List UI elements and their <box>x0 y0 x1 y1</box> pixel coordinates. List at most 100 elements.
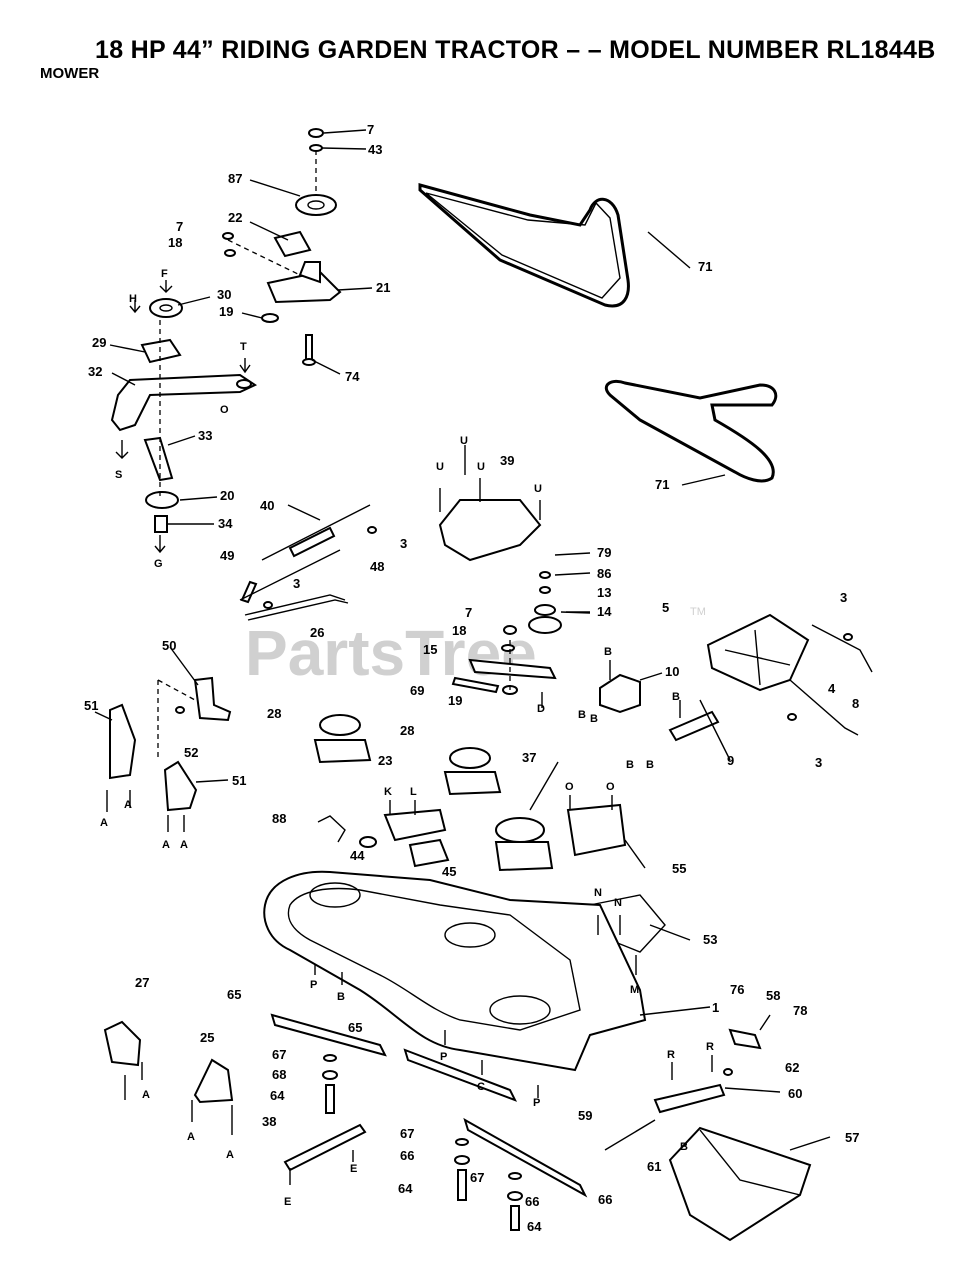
bolt-74 <box>305 334 313 361</box>
front-hanger <box>668 613 873 742</box>
ref-letter: B <box>672 691 680 703</box>
ref-letter: D <box>537 703 545 715</box>
ref-letter: O <box>606 781 615 793</box>
callout: 66 <box>525 1194 539 1209</box>
ref-letter: A <box>142 1089 150 1101</box>
callout: 76 <box>730 982 744 997</box>
callout: 7 <box>367 122 374 137</box>
section-label: MOWER <box>40 65 100 82</box>
callout: 3 <box>840 590 847 605</box>
watermark-tm: TM <box>690 606 706 618</box>
belt-guard-39 <box>438 499 542 562</box>
nut-7 <box>308 128 324 138</box>
callout: 33 <box>198 428 212 443</box>
rod-4 <box>811 624 873 673</box>
ref-letter: B <box>626 759 634 771</box>
ref-letter: F <box>161 268 168 280</box>
callout: 28 <box>400 723 414 738</box>
callout: 88 <box>272 811 286 826</box>
belt-71-upper <box>418 183 630 308</box>
callout: 66 <box>400 1148 414 1163</box>
spring-88 <box>317 815 346 843</box>
idler-arm-15 <box>468 658 557 680</box>
bracket-25 <box>193 1058 234 1104</box>
callout: 71 <box>698 259 712 274</box>
ref-letter: N <box>614 897 622 909</box>
callout: 51 <box>232 773 246 788</box>
rod-59 <box>604 1119 656 1151</box>
callout: 3 <box>815 755 822 770</box>
ref-letter: A <box>180 839 188 851</box>
callout: 38 <box>262 1114 276 1129</box>
part-callouts: 7 43 87 22 7 18 21 30 19 29 32 74 33 20 … <box>84 122 859 1234</box>
bolt-64c <box>510 1205 520 1231</box>
callout: 64 <box>398 1181 413 1196</box>
pulley-87 <box>295 194 337 216</box>
callout: 48 <box>370 559 384 574</box>
callout: 1 <box>712 1000 719 1015</box>
pulley-20 <box>145 491 179 509</box>
spindles <box>313 714 666 953</box>
center-idler <box>451 571 641 714</box>
ref-letter: A <box>226 1149 234 1161</box>
pulley-30 <box>149 298 183 318</box>
callout: 58 <box>766 988 780 1003</box>
rod-26 <box>244 594 346 616</box>
bracket-51a <box>109 703 137 780</box>
callout: 37 <box>522 750 536 765</box>
callout: 23 <box>378 753 392 768</box>
callout: 32 <box>88 364 102 379</box>
ref-letter: B <box>337 991 345 1003</box>
callout: 18 <box>452 623 466 638</box>
pin-49 <box>240 580 258 604</box>
callout: 13 <box>597 585 611 600</box>
callout: 74 <box>345 369 360 384</box>
ref-letter: G <box>154 558 163 570</box>
discharge-chute <box>604 1028 812 1242</box>
ref-letter: M <box>630 984 639 996</box>
ref-letter: K <box>384 786 392 798</box>
rod-48 <box>239 549 341 601</box>
spring-69 <box>451 676 500 694</box>
callout: 52 <box>184 745 198 760</box>
tension-linkage <box>239 504 377 621</box>
ref-letter: R <box>706 1041 714 1053</box>
callout: 14 <box>597 604 612 619</box>
ref-letter: U <box>436 461 444 473</box>
bracket-29 <box>140 338 182 364</box>
callout: 65 <box>348 1020 362 1035</box>
ref-letter: U <box>460 435 468 447</box>
callout: 67 <box>470 1170 484 1185</box>
baffle-55 <box>566 803 627 857</box>
deflector-57 <box>668 1126 812 1242</box>
link-33 <box>143 436 174 482</box>
rear-hangers <box>109 676 232 812</box>
mower-deck-1 <box>263 870 647 1072</box>
ref-letter: L <box>410 786 417 798</box>
spindle-28a <box>319 714 361 736</box>
ref-marks <box>106 280 713 1185</box>
spacer-34 <box>154 515 168 533</box>
callout: 10 <box>665 664 679 679</box>
callout: 51 <box>84 698 98 713</box>
adapter-38 <box>283 1123 367 1172</box>
callout: 8 <box>852 696 859 711</box>
rod-8 <box>789 679 859 736</box>
ref-letter: P <box>310 979 317 991</box>
ref-letter: A <box>124 799 132 811</box>
pulley-14 <box>528 616 562 634</box>
spacer-19 <box>261 313 279 323</box>
callout: 21 <box>376 280 390 295</box>
callout: 30 <box>217 287 231 302</box>
callout: 5 <box>662 600 669 615</box>
callout: 40 <box>260 498 274 513</box>
callout: 3 <box>400 536 407 551</box>
spring-58 <box>728 1028 762 1050</box>
bracket-27 <box>103 1020 142 1067</box>
bolt-64a <box>325 1084 335 1114</box>
idler-arm-assembly <box>110 128 342 533</box>
callout: 9 <box>727 753 734 768</box>
bracket-9 <box>668 710 720 742</box>
callout: 79 <box>597 545 611 560</box>
blades <box>270 1013 588 1231</box>
